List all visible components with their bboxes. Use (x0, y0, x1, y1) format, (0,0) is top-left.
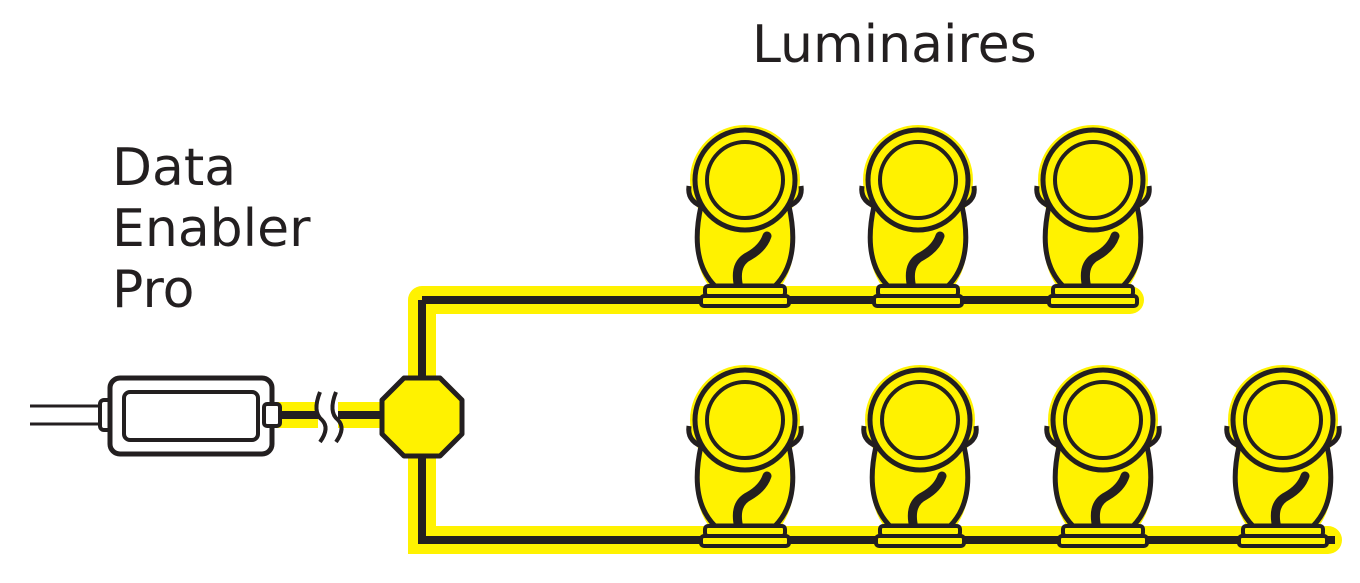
luminaire-bottom-2 (864, 365, 977, 546)
luminaire-bottom-3 (1047, 365, 1160, 546)
data-enabler-pro-device (107, 375, 282, 457)
device-label-line3: Pro (112, 260, 195, 320)
luminaire-bottom-4 (1227, 365, 1340, 546)
device-label-line2: Enabler (112, 199, 311, 259)
luminaires-label: Luminaires (752, 15, 1037, 75)
luminaire-top-1 (689, 125, 802, 306)
output-cable (270, 391, 390, 444)
device-label-line1: Data (112, 138, 236, 198)
luminaire-bottom-1 (689, 365, 802, 546)
luminaire-top-2 (862, 125, 975, 306)
luminaire-top-3 (1037, 125, 1150, 306)
junction-hub (379, 375, 465, 459)
